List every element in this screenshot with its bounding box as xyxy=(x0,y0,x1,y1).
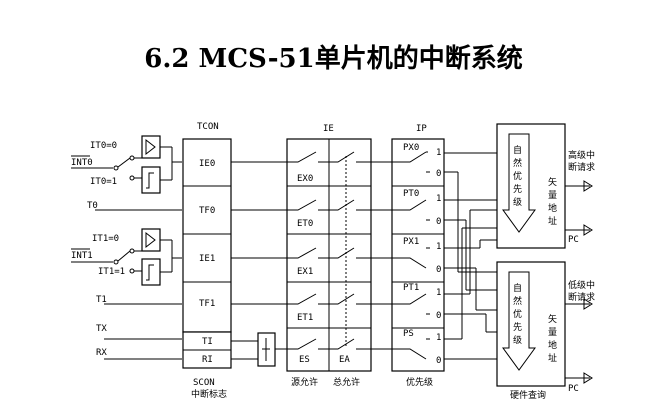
priority-routing-lines xyxy=(444,152,497,360)
high-pc-label: PC xyxy=(568,235,579,245)
svg-text:0: 0 xyxy=(436,217,441,227)
queue-high-char-1: 自 xyxy=(513,144,522,156)
t1-label: T1 xyxy=(96,295,107,305)
tcon-header: TCON xyxy=(197,122,219,132)
queue-high-char-4: 先 xyxy=(513,183,522,195)
page-title: 6.2 MCS-51单片机的中断系统 xyxy=(144,44,523,74)
flag-ie1: IE1 xyxy=(199,254,215,264)
rx-label: RX xyxy=(96,348,107,358)
queue-high-char-5: 级 xyxy=(513,196,522,208)
vector-high-char-2: 量 xyxy=(548,190,557,201)
flag-ti: TI xyxy=(202,337,213,347)
svg-text:0: 0 xyxy=(436,311,441,321)
flag-ie0: IE0 xyxy=(199,159,215,169)
queue-high-char-2: 然 xyxy=(513,157,522,169)
queue-high-char-3: 优 xyxy=(513,170,522,182)
it0-0-label: IT0=0 xyxy=(90,141,117,151)
queue-low-char-1: 自 xyxy=(513,282,522,294)
ie-es-label: ES xyxy=(299,355,310,365)
vector-high-char-3: 地 xyxy=(548,202,557,214)
queue-low-char-2: 然 xyxy=(513,295,522,307)
tx-label: TX xyxy=(96,324,107,334)
tcon-register: IE0 TF0 IE1 TF1 xyxy=(182,138,232,333)
ip-register: PX0 PT0 PX1 PT1 PS 1 0 1 0 1 0 1 0 1 0 xyxy=(391,138,445,372)
ie-et0-label: ET0 xyxy=(297,219,313,229)
ip-header: IP xyxy=(416,124,427,134)
ip-pt1-label: PT1 xyxy=(403,283,419,293)
low-request-label-2: 断请求 xyxy=(568,291,595,303)
svg-text:1: 1 xyxy=(436,194,441,204)
ip-pt0-label: PT0 xyxy=(403,189,419,199)
low-priority-queue: 自 然 优 先 级 矢 量 地 址 xyxy=(496,261,566,387)
it1-0-label: IT1=0 xyxy=(92,234,119,244)
t0-label: T0 xyxy=(87,201,98,211)
scon-label: SCON xyxy=(193,378,215,388)
queue-low-char-5: 级 xyxy=(513,334,522,346)
vector-low-char-3: 地 xyxy=(548,339,557,351)
svg-text:1: 1 xyxy=(436,148,441,158)
queue-low-char-3: 优 xyxy=(513,308,522,320)
svg-text:0: 0 xyxy=(436,169,441,179)
low-request-label: 低级中 xyxy=(568,279,595,291)
ie-header: IE xyxy=(323,124,334,134)
ie-ex1-label: EX1 xyxy=(297,267,313,277)
ip-footer: 优先级 xyxy=(406,376,433,388)
ip-px0-label: PX0 xyxy=(403,143,419,153)
svg-text:1: 1 xyxy=(436,333,441,343)
it0-1-label: IT0=1 xyxy=(90,177,117,187)
scon-sublabel: 中断标志 xyxy=(191,388,227,400)
queue-low-char-4: 先 xyxy=(513,321,522,333)
vector-low-char-2: 量 xyxy=(548,327,557,338)
ie-et1-label: ET1 xyxy=(297,313,313,323)
vector-high-char-4: 址 xyxy=(548,215,557,227)
int0-trigger-selector: IT0=0 INT0 IT0=1 xyxy=(71,135,182,194)
it1-1-label: IT1=1 xyxy=(98,267,125,277)
svg-text:0: 0 xyxy=(436,265,441,275)
scon-register: TI RI SCON 中断标志 xyxy=(182,331,232,400)
high-priority-queue: 自 然 优 先 级 矢 量 地 址 xyxy=(496,123,566,249)
int1-label: INT1 xyxy=(71,251,93,261)
vector-low-char-4: 址 xyxy=(548,352,557,364)
svg-text:1: 1 xyxy=(436,242,441,252)
vector-low-char-1: 矢 xyxy=(548,313,557,325)
svg-text:0: 0 xyxy=(436,356,441,366)
int0-label: INT0 xyxy=(71,158,93,168)
flag-tf1: TF1 xyxy=(199,299,215,309)
high-request-label: 高级中 xyxy=(568,149,595,161)
int1-trigger-selector: IT1=0 INT1 IT1=1 xyxy=(71,228,182,286)
svg-text:1: 1 xyxy=(436,288,441,298)
hardware-query-label: 硬件查询 xyxy=(510,389,546,400)
ie-source-footer: 源允许 xyxy=(291,376,318,388)
high-request-label-2: 断请求 xyxy=(568,161,595,173)
ie-ea-label: EA xyxy=(339,355,350,365)
ip-ps-label: PS xyxy=(403,329,414,339)
vector-high-char-1: 矢 xyxy=(548,176,557,188)
ie-ex0-label: EX0 xyxy=(297,174,313,184)
flag-tf0: TF0 xyxy=(199,206,215,216)
ie-register: EX0 ET0 EX1 ET1 ES EA xyxy=(286,138,372,372)
ip-px1-label: PX1 xyxy=(403,237,419,247)
flag-ri: RI xyxy=(202,355,213,365)
low-pc-label: PC xyxy=(568,384,579,394)
ie-global-footer: 总允许 xyxy=(333,376,360,388)
